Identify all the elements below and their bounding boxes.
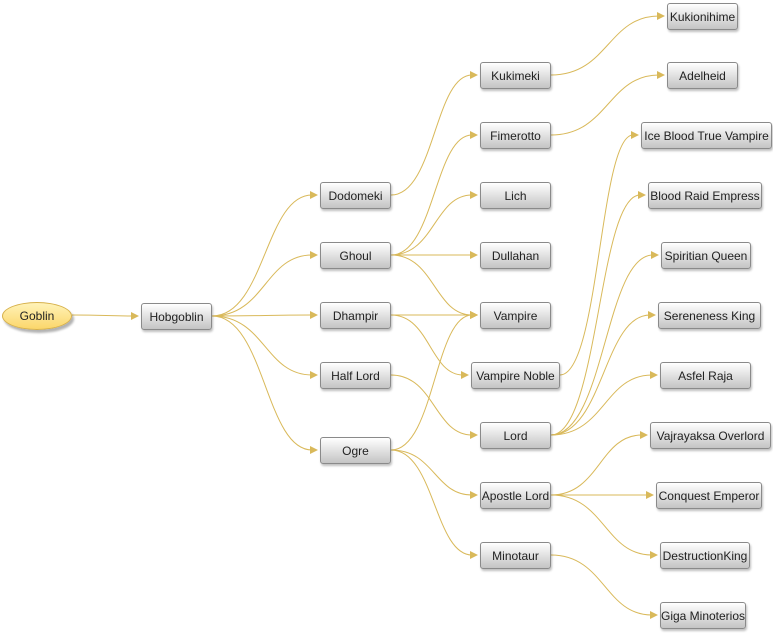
arrowhead-icon (310, 371, 318, 379)
node-lord[interactable]: Lord (480, 422, 551, 449)
arrowhead-icon (640, 431, 648, 439)
edge-apostlelord-destruction (550, 494, 653, 556)
edge-hobgoblin-halflord (211, 315, 313, 376)
node-asfel[interactable]: Asfel Raja (660, 362, 751, 389)
arrowhead-icon (310, 191, 318, 199)
node-adelheid[interactable]: Adelheid (667, 62, 738, 89)
arrowhead-icon (650, 371, 658, 379)
node-dhampir[interactable]: Dhampir (320, 302, 391, 329)
node-kukionihime[interactable]: Kukionihime (667, 3, 738, 30)
edge-lord-spiritian (550, 254, 654, 436)
node-vampirenoble[interactable]: Vampire Noble (471, 362, 560, 389)
arrowhead-icon (657, 71, 665, 79)
node-vajrayaksa[interactable]: Vajrayaksa Overlord (650, 422, 771, 449)
node-dullahan[interactable]: Dullahan (480, 242, 551, 269)
node-iceblood[interactable]: Ice Blood True Vampire (641, 122, 772, 149)
edge-halflord-lord (390, 374, 473, 436)
edge-hobgoblin-ogre (211, 315, 313, 451)
arrowhead-icon (638, 191, 646, 199)
edge-dodomeki-kukimeki (390, 74, 473, 196)
node-hobgoblin[interactable]: Hobgoblin (141, 303, 212, 330)
edge-ghoul-lich (390, 194, 473, 256)
node-giga[interactable]: Giga Minoterios (660, 602, 746, 629)
node-conquest[interactable]: Conquest Emperor (656, 482, 762, 509)
arrowhead-icon (470, 251, 478, 259)
node-lich[interactable]: Lich (480, 182, 551, 209)
arrowhead-icon (657, 12, 665, 20)
edge-lord-sereneness (550, 314, 651, 436)
edge-kukimeki-kukionihime (550, 15, 660, 76)
node-goblin[interactable]: Goblin (2, 302, 72, 330)
node-spiritian[interactable]: Spiritian Queen (661, 242, 751, 269)
edge-hobgoblin-ghoul (211, 254, 313, 317)
edge-goblin-hobgoblin (71, 314, 134, 317)
node-bloodraid[interactable]: Blood Raid Empress (648, 182, 762, 209)
arrowhead-icon (470, 71, 478, 79)
edge-dhampir-vampirenoble (390, 314, 464, 376)
arrowhead-icon (646, 491, 654, 499)
arrowhead-icon (650, 551, 658, 559)
node-ogre[interactable]: Ogre (320, 437, 391, 464)
arrowhead-icon (470, 131, 478, 139)
arrowhead-icon (650, 611, 658, 619)
node-destruction[interactable]: DestructionKing (660, 542, 750, 569)
node-kukimeki[interactable]: Kukimeki (480, 62, 551, 89)
arrowhead-icon (470, 491, 478, 499)
arrowhead-icon (470, 311, 478, 319)
edge-ogre-minotaur (390, 449, 473, 556)
arrowhead-icon (310, 251, 318, 259)
edge-hobgoblin-dhampir (211, 314, 313, 317)
arrowhead-icon (470, 431, 478, 439)
arrowhead-icon (310, 311, 318, 319)
arrowhead-icon (651, 251, 659, 259)
edge-ogre-apostlelord (390, 449, 473, 496)
arrowhead-icon (310, 446, 318, 454)
arrowhead-icon (631, 131, 639, 139)
node-sereneness[interactable]: Sereneness King (658, 302, 761, 329)
arrowhead-icon (470, 551, 478, 559)
arrowhead-icon (461, 371, 469, 379)
edge-hobgoblin-dodomeki (211, 194, 313, 317)
arrowhead-icon (648, 311, 656, 319)
edge-vampirenoble-iceblood (559, 134, 634, 376)
edge-lord-bloodraid (550, 194, 641, 436)
node-halflord[interactable]: Half Lord (320, 362, 391, 389)
edge-fimerotto-adelheid (550, 74, 660, 136)
arrowhead-icon (470, 191, 478, 199)
edge-ghoul-vampire (390, 254, 473, 316)
node-vampire[interactable]: Vampire (480, 302, 551, 329)
arrowhead-icon (131, 312, 139, 320)
edge-apostlelord-vajrayaksa (550, 434, 643, 496)
edge-lord-asfel (550, 374, 653, 436)
node-ghoul[interactable]: Ghoul (320, 242, 391, 269)
node-apostlelord[interactable]: Apostle Lord (480, 482, 551, 509)
edge-minotaur-giga (550, 554, 653, 616)
edge-ghoul-fimerotto (390, 134, 473, 256)
node-fimerotto[interactable]: Fimerotto (480, 122, 551, 149)
node-dodomeki[interactable]: Dodomeki (320, 182, 391, 209)
edge-ogre-vampire (390, 314, 473, 451)
node-minotaur[interactable]: Minotaur (480, 542, 551, 569)
